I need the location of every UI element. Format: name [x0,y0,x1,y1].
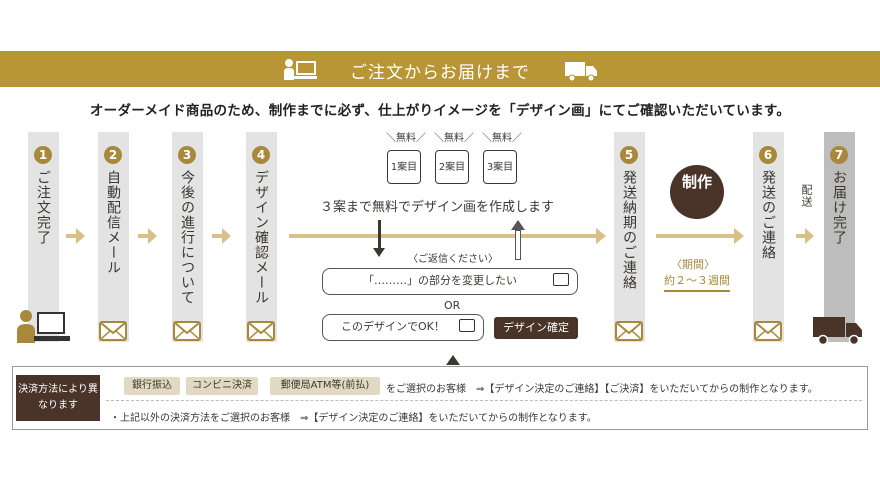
step-label-4: デザイン確認メール [253,170,269,305]
design-confirm-button: デザイン確定 [494,317,578,339]
arrow-right-icon [148,228,157,244]
step-label-5: 発送納期のご連絡 [621,170,637,290]
step-column-2 [98,132,129,342]
mail-icon [553,273,569,286]
bubble-ok-text: このデザインでOK！ [341,320,445,333]
step-column-6 [753,132,784,342]
ship-label: 配送 [800,184,813,208]
bubble-ok: このデザインでOK！ [322,314,484,341]
mail-icon [99,321,127,341]
production-label: 制作 [681,173,712,191]
step-column-1 [28,132,59,342]
person-computer-icon [282,56,318,86]
payment-line-2: ・上記以外の決済方法をご選択のお客様 ⇒【デザイン決定のご連絡】をいただいてから… [110,413,597,424]
design-headline: ３案まで無料でデザイン画を作成します [320,200,555,215]
mail-icon [247,321,275,341]
free-label: ＼無料／ [482,133,522,144]
payment-line-1: をご選択のお客様 ⇒【デザイン決定のご連絡】【ご決済】をいただいてからの制作とな… [386,384,818,395]
step-label-1: ご注文完了 [35,170,51,245]
arrow-right-icon [734,228,744,244]
step-number-3: 3 [178,146,196,164]
banner-title: ご注文からお届けまで [350,63,530,83]
step-column-7 [824,132,855,342]
flow-line [289,234,598,238]
arrow-right-icon [596,228,606,244]
period-value: 約２〜３週間 [664,272,730,292]
truck-icon [564,60,598,86]
step-number-7: 7 [830,146,848,164]
step-number-1: 1 [34,146,52,164]
step-number-6: 6 [759,146,777,164]
payment-method-tag: 郵便局ATM等(前払) [270,377,380,395]
mail-icon [615,321,643,341]
step-column-4 [246,132,277,342]
arrow-right-icon [66,234,78,238]
step-label-6: 発送のご連絡 [760,170,776,260]
arrow-up-icon [511,220,525,230]
step-label-2: 自動配信メール [105,170,121,275]
payment-label: 決済方法により異なります [16,375,100,421]
truck-icon [812,314,864,350]
step-label-7: お届け完了 [831,170,847,245]
plan-card-2: 2案目 [435,150,469,184]
bubble-change: 「………」の部分を変更したい [322,268,578,295]
payment-box [12,366,868,430]
step-number-4: 4 [252,146,270,164]
step-column-3 [172,132,203,342]
payment-method-tag: 銀行振込 [124,377,180,395]
or-label: OR [444,299,461,312]
arrow-down-icon [373,248,385,257]
person-computer-icon [16,307,72,349]
step-label-3: 今後の進行について [179,170,195,305]
arrow-right-icon [222,228,231,244]
plan-card-3: 3案目 [483,150,517,184]
step-column-5 [614,132,645,342]
arrow-right-icon [138,234,150,238]
arrow-down-icon [378,220,381,250]
arrow-right-icon [76,228,85,244]
payment-method-tag: コンビニ決済 [186,377,258,395]
step-number-5: 5 [620,146,638,164]
pointer-triangle [446,355,460,365]
mail-icon [173,321,201,341]
flow-line-production [656,234,736,238]
arrow-up-icon [515,230,521,260]
arrow-right-icon [212,234,224,238]
bubble-change-text: 「………」の部分を変更したい [363,274,517,287]
plan-card-1: 1案目 [387,150,421,184]
header-banner [0,51,880,87]
free-label: ＼無料／ [386,133,426,144]
period-title: 〈期間〉 [671,258,715,271]
free-label: ＼無料／ [434,133,474,144]
step-number-2: 2 [104,146,122,164]
arrow-right-icon [805,228,814,244]
payment-divider [106,400,862,401]
arrow-right-icon [796,234,806,238]
intro-text: オーダーメイド商品のため、制作までに必ず、仕上がりイメージを「デザイン画」にてご… [89,103,791,119]
reply-prompt: 〈ご返信ください〉 [408,254,498,265]
mail-icon [459,319,475,332]
mail-icon [754,321,782,341]
production-circle [670,165,724,219]
